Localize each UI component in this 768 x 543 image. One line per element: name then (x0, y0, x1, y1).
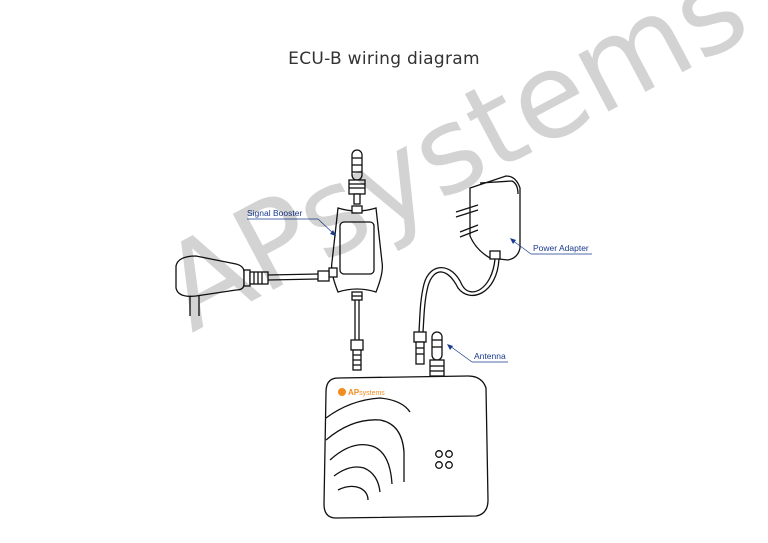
apsystems-logo: APsystems (338, 388, 385, 397)
callout-antenna (447, 344, 508, 363)
diagram-title: ECU-B wiring diagram (288, 49, 480, 69)
power-adapter-label: Power Adapter (533, 243, 589, 253)
svg-text:APsystems: APsystems (348, 388, 385, 397)
booster-to-ecu-cable (350, 300, 364, 371)
ecu-antenna (429, 331, 445, 377)
signal-booster-label: Signal Booster (247, 208, 303, 218)
booster-antenna (348, 149, 366, 205)
power-adapter (413, 175, 521, 365)
ecu-b-unit: APsystems (323, 375, 489, 519)
booster-power-adapter (175, 255, 330, 316)
signal-booster (328, 205, 384, 301)
callout-signal-booster (247, 218, 337, 237)
callout-power-adapter (510, 238, 592, 255)
antenna-label: Antenna (474, 351, 506, 361)
